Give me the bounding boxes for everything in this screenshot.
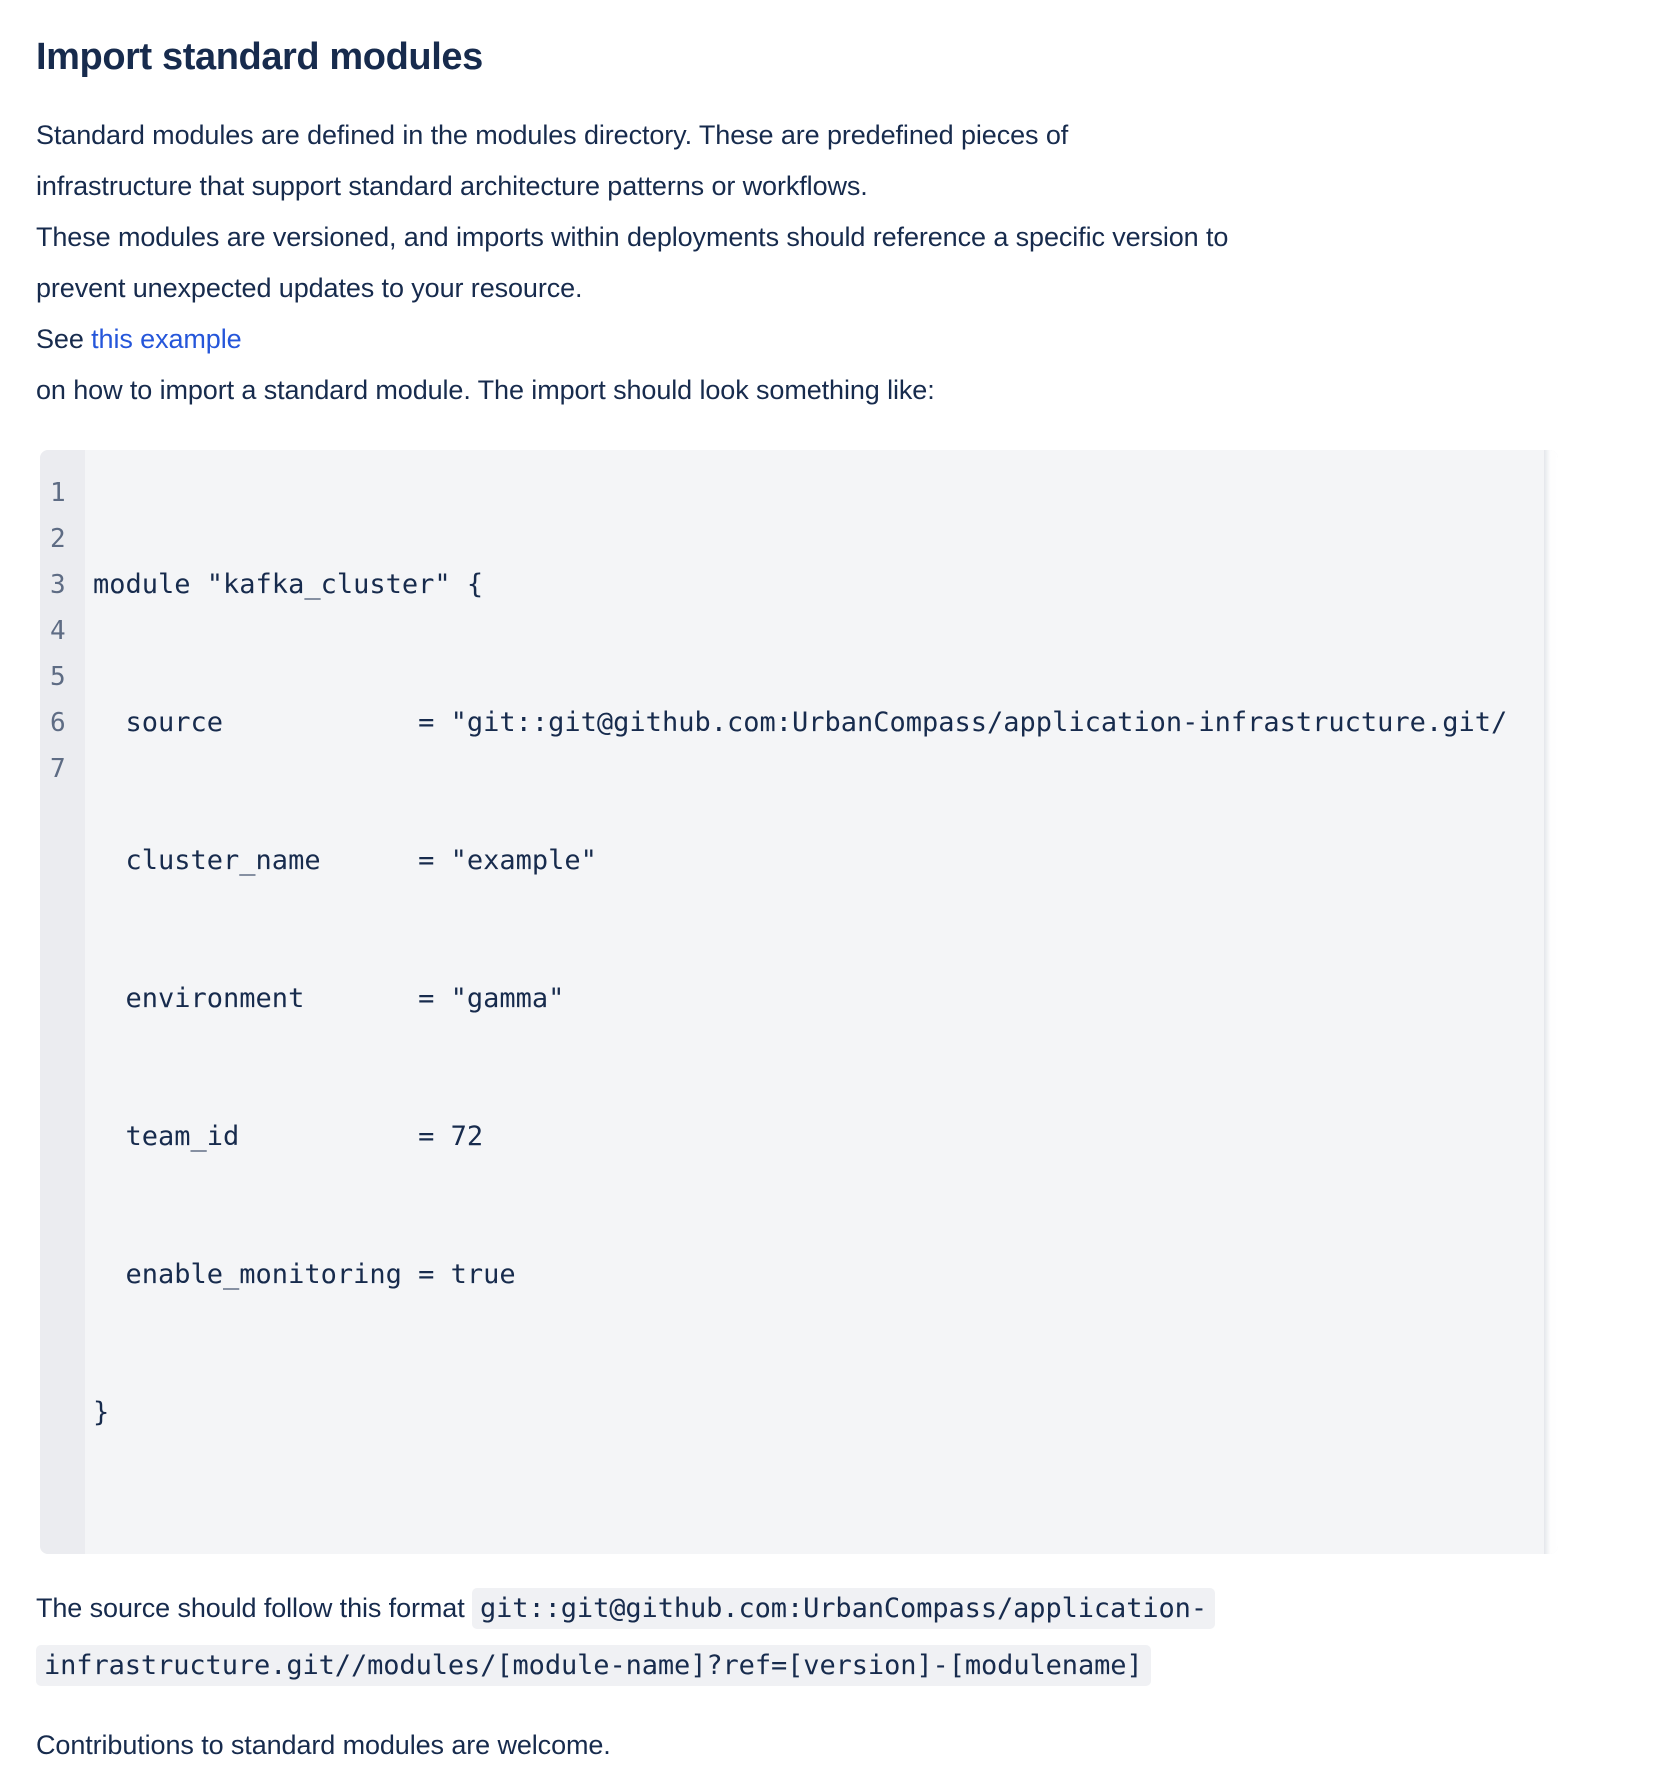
text-line-with-link: See this example [36, 314, 1668, 365]
line-number: 3 [50, 570, 66, 600]
code-line-numbers: 1 2 3 4 5 6 7 [40, 450, 85, 1554]
line-number: 2 [50, 524, 66, 554]
text-line: on how to import a standard module. The … [36, 375, 935, 405]
text-line: prevent unexpected updates to your resou… [36, 273, 583, 303]
line-number: 4 [50, 616, 66, 646]
code-block-scrollbar[interactable] [1544, 450, 1558, 1554]
line-number: 7 [50, 754, 66, 784]
outro-paragraph: Contributions to standard modules are we… [36, 1730, 611, 1760]
source-format-paragraph: The source should follow this format git… [36, 1580, 1668, 1694]
source-format-text: The source should follow this format [36, 1593, 472, 1623]
line-number: 1 [50, 478, 66, 508]
text-line: These modules are versioned, and imports… [36, 222, 1229, 252]
code-line: environment = "gamma" [93, 983, 565, 1014]
intro-paragraph: Standard modules are defined in the modu… [36, 110, 1668, 416]
inline-code: infrastructure.git//modules/[module-name… [36, 1645, 1151, 1686]
example-link[interactable]: this example [91, 324, 242, 354]
line-number: 5 [50, 662, 66, 692]
code-line: source = "git::git@github.com:UrbanCompa… [93, 707, 1508, 738]
code-line: enable_monitoring = true [93, 1259, 516, 1290]
code-line: cluster_name = "example" [93, 845, 597, 876]
inline-code: git::git@github.com:UrbanCompass/applica… [472, 1588, 1215, 1629]
code-line: team_id = 72 [93, 1121, 484, 1152]
code-line: module "kafka_cluster" { [93, 569, 484, 600]
code-line: } [93, 1397, 110, 1428]
line-number: 6 [50, 708, 66, 738]
see-text: See [36, 324, 92, 354]
code-block[interactable]: 1 2 3 4 5 6 7 module "kafka_cluster" { s… [40, 450, 1558, 1554]
text-line: Standard modules are defined in the modu… [36, 120, 1069, 150]
page-title: Import standard modules [36, 36, 483, 78]
text-line: infrastructure that support standard arc… [36, 171, 868, 201]
code-content: module "kafka_cluster" { source = "git::… [85, 450, 1558, 1554]
